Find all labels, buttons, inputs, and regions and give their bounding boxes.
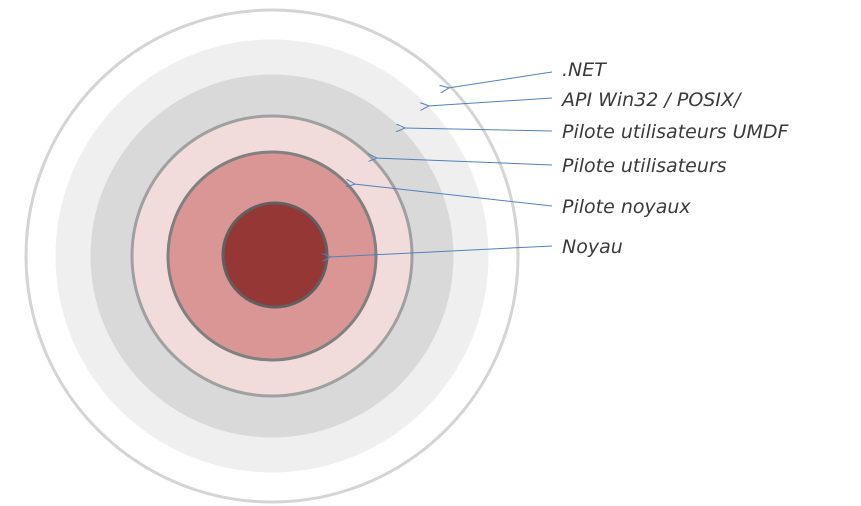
label-dotnet: .NET [562, 59, 607, 81]
pointer-arrows [330, 71, 553, 257]
arrow-umdf [404, 128, 553, 131]
label-api: API Win32 / POSIX/ [560, 89, 743, 111]
label-kernel-driver: Pilote noyaux [562, 196, 691, 218]
arrow-kernel-driver [354, 184, 553, 207]
rings [24, 8, 520, 504]
label-kernel: Noyau [562, 236, 623, 258]
arrow-dotnet [448, 71, 553, 88]
label-user-driver: Pilote utilisateurs [562, 155, 727, 177]
labels: .NET API Win32 / POSIX/ Pilote utilisate… [560, 59, 790, 258]
ring-kernel [221, 201, 329, 309]
label-umdf: Pilote utilisateurs UMDF [562, 121, 790, 143]
arrow-kernel [330, 245, 553, 257]
arrow-api [428, 97, 553, 106]
arrow-user-driver [376, 158, 553, 166]
